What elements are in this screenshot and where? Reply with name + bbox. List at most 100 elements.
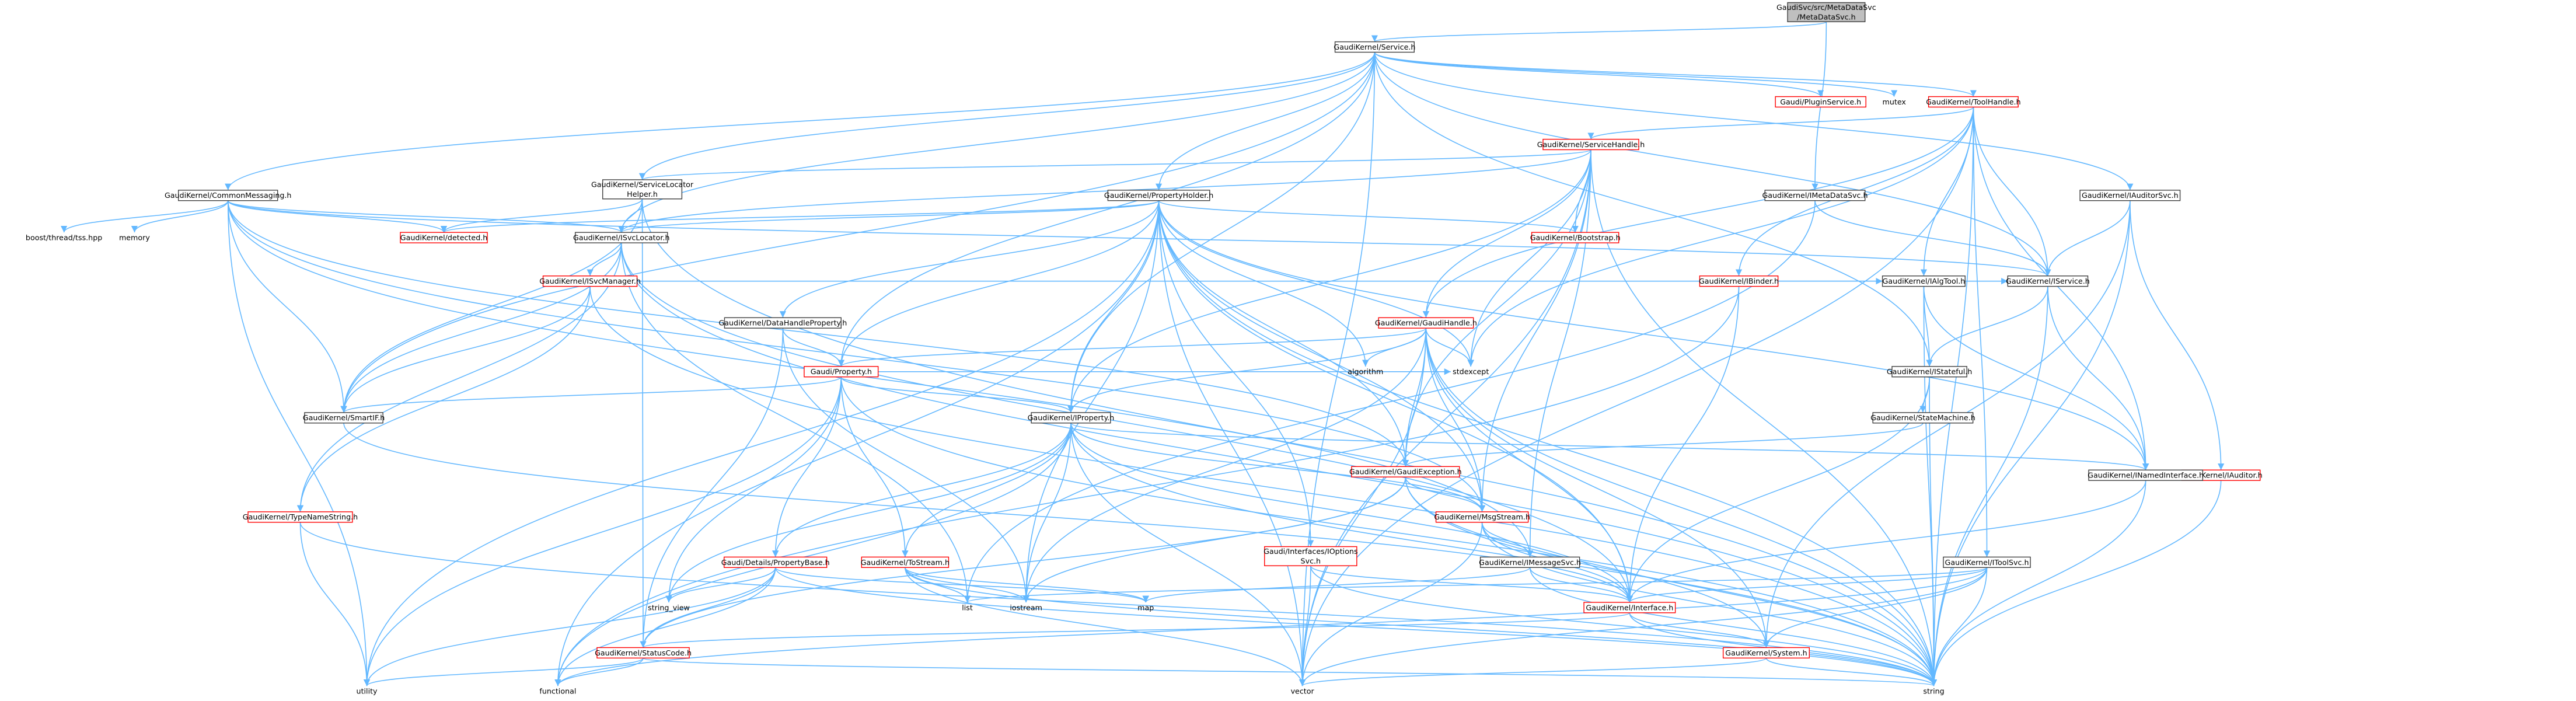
node-statemachine[interactable]: GaudiKernel/StateMachine.h — [1870, 412, 1975, 424]
node-box — [1264, 546, 1357, 567]
edge-servicehandle-to-imessagesvc — [1527, 149, 1591, 557]
edge-commonmessaging-to-boostthread — [61, 200, 229, 233]
node-label: map — [1137, 603, 1154, 612]
node-servicehandle[interactable]: GaudiKernel/ServiceHandle.h — [1537, 138, 1645, 151]
edge-propertyholder-to-vector — [1158, 200, 1306, 686]
edge-toolhandle-to-gaudihandle — [1422, 107, 1974, 318]
node-isvclocator[interactable]: GaudiKernel/ISvcLocator.h — [573, 232, 669, 243]
edge-iauditorsvc-to-string — [1930, 200, 2131, 686]
edge-gaudihandle-to-system — [1425, 328, 1770, 648]
node-label: GaudiKernel/IProperty.h — [1028, 413, 1115, 422]
node-detected[interactable]: GaudiKernel/detected.h — [400, 232, 488, 243]
node-msgstream[interactable]: GaudiKernel/MsgStream.h — [1434, 511, 1530, 523]
node-iproperty[interactable]: GaudiKernel/IProperty.h — [1028, 412, 1115, 424]
node-label: GaudiKernel/IService.h — [2006, 277, 2090, 285]
edge-iauditorsvc-to-iservice — [2044, 200, 2131, 276]
node-label: algorithm — [1348, 367, 1383, 376]
node-imessagesvc[interactable]: GaudiKernel/IMessageSvc.h — [1479, 556, 1581, 568]
node-toolhandle[interactable]: GaudiKernel/ToolHandle.h — [1926, 96, 2021, 108]
node-gaudihandle[interactable]: GaudiKernel/GaudiHandle.h — [1375, 317, 1477, 329]
node-label: GaudiKernel/ISvcLocator.h — [573, 233, 669, 242]
node-bootstrap[interactable]: GaudiKernel/Bootstrap.h — [1530, 232, 1621, 243]
node-pluginservice[interactable]: Gaudi/PluginService.h — [1775, 96, 1866, 108]
node-label: GaudiKernel/Service.h — [1334, 43, 1415, 51]
edge-toolhandle-to-stdexcept — [1467, 107, 1974, 367]
edge-isvclocator-to-interface — [620, 243, 1633, 602]
edge-isvclocator-to-typenamestring — [296, 243, 622, 512]
node-iservice[interactable]: GaudiKernel/IService.h — [2006, 275, 2090, 287]
node-box — [724, 317, 842, 329]
edge-gaudihandle-to-stdexcept — [1425, 328, 1474, 367]
edge-itoolsvc-to-vector — [1299, 567, 1988, 686]
node-system[interactable]: GaudiKernel/System.h — [1722, 647, 1810, 659]
edge-propertyholder-to-msgstream — [1158, 200, 1486, 512]
node-label: GaudiKernel/ToolHandle.h — [1926, 97, 2020, 106]
node-box — [1378, 317, 1474, 329]
node-label: GaudiKernel/GaudiException.h — [1349, 468, 1462, 476]
edge-imetadatasvc-to-list — [964, 200, 1816, 602]
node-label: GaudiKernel/IAuditorSvc.h — [2082, 191, 2179, 200]
node-box — [1531, 232, 1619, 243]
node-gaudiexception[interactable]: GaudiKernel/GaudiException.h — [1349, 466, 1462, 477]
edge-isvcmanager-to-string — [589, 286, 1938, 686]
edge-propertyholder-to-stdexcept — [1158, 200, 1474, 367]
edge-service-to-mutex — [1374, 52, 1898, 97]
node-smartif[interactable]: GaudiKernel/SmartIF.h — [303, 412, 385, 424]
node-box — [1775, 96, 1866, 108]
edge-propertyholder-to-detected — [441, 200, 1160, 233]
node-iauditorsvc[interactable]: GaudiKernel/IAuditorSvc.h — [2079, 190, 2181, 201]
node-label: Helper.h — [627, 190, 658, 198]
node-box — [1764, 190, 1866, 201]
edge-property-to-smartif — [340, 376, 842, 413]
edge-commonmessaging-to-msgstream — [227, 200, 1486, 512]
dependency-edges — [61, 21, 2225, 686]
node-label: GaudiKernel/IMessageSvc.h — [1479, 558, 1581, 567]
edge-propertyholder-to-string — [1158, 200, 1938, 686]
node-label: iostream — [1010, 603, 1042, 612]
node-box — [1435, 511, 1529, 523]
edge-servicehandle-to-stdexcept — [1467, 149, 1591, 367]
node-ibinder[interactable]: GaudiKernel/IBinder.h — [1699, 275, 1779, 287]
node-root[interactable]: GaudiSvc/src/MetaDataSvc/MetaDataSvc.h — [1776, 2, 1876, 22]
node-typenamestring[interactable]: GaudiKernel/TypeNameString.h — [243, 511, 358, 523]
edge-propertybase-to-statuscode — [640, 567, 776, 648]
node-propertybase[interactable]: Gaudi/Details/PropertyBase.h — [721, 556, 830, 568]
node-commonmessaging[interactable]: GaudiKernel/CommonMessaging.h — [165, 190, 291, 201]
node-datahandleproperty[interactable]: GaudiKernel/DataHandleProperty.h — [718, 317, 847, 329]
node-isvcmanager[interactable]: GaudiKernel/ISvcManager.h — [539, 275, 641, 287]
edge-imetadatasvc-to-iservice — [1814, 200, 2051, 276]
edge-gaudiexception-to-system — [1405, 477, 1770, 648]
node-label: GaudiKernel/IMetaDataSvc.h — [1762, 191, 1868, 200]
edge-isvclocator-to-smartif — [340, 243, 622, 413]
node-label: list — [962, 603, 973, 612]
edge-service-to-property — [837, 52, 1376, 367]
node-itoolsvc[interactable]: GaudiKernel/IToolSvc.h — [1943, 556, 2031, 568]
edge-datahandleproperty-to-property — [782, 328, 844, 367]
node-property[interactable]: Gaudi/Property.h — [804, 366, 879, 378]
edge-iproperty-to-propertybase — [772, 423, 1071, 557]
node-imetadatasvc[interactable]: GaudiKernel/IMetaDataSvc.h — [1762, 190, 1868, 201]
edge-toolhandle-to-servicehandle — [1587, 106, 1974, 140]
node-service[interactable]: GaudiKernel/Service.h — [1334, 41, 1415, 53]
node-tostream[interactable]: GaudiKernel/ToStream.h — [861, 556, 950, 568]
node-statuscode[interactable]: GaudiKernel/StatusCode.h — [595, 647, 692, 659]
edge-datahandleproperty-to-iostream — [782, 328, 1029, 602]
node-utility: utility — [357, 686, 378, 695]
node-inamedinterface[interactable]: GaudiKernel/INamedInterface.h — [2088, 469, 2204, 481]
node-ialgtool[interactable]: GaudiKernel/IAlgTool.h — [1882, 275, 1966, 287]
edge-system-to-vector — [1299, 657, 1767, 686]
edge-servicehandle-to-string — [1590, 149, 1938, 686]
node-interface[interactable]: GaudiKernel/Interface.h — [1583, 602, 1676, 613]
graph-nodes: GaudiSvc/src/MetaDataSvc/MetaDataSvc.hGa… — [26, 2, 2263, 695]
node-istateful[interactable]: GaudiKernel/IStateful.h — [1887, 366, 1972, 378]
node-label: GaudiSvc/src/MetaDataSvc — [1776, 3, 1876, 12]
node-propertyholder[interactable]: GaudiKernel/PropertyHolder.h — [1104, 190, 1213, 201]
node-label: GaudiKernel/ISvcManager.h — [539, 277, 641, 285]
edge-toolhandle-to-itoolsvc — [1973, 107, 1991, 557]
edge-gaudihandle-to-interface — [1425, 328, 1633, 602]
node-box — [1334, 41, 1415, 53]
node-box — [400, 232, 488, 243]
edge-ioptionssvc-to-interface — [1310, 565, 1633, 603]
